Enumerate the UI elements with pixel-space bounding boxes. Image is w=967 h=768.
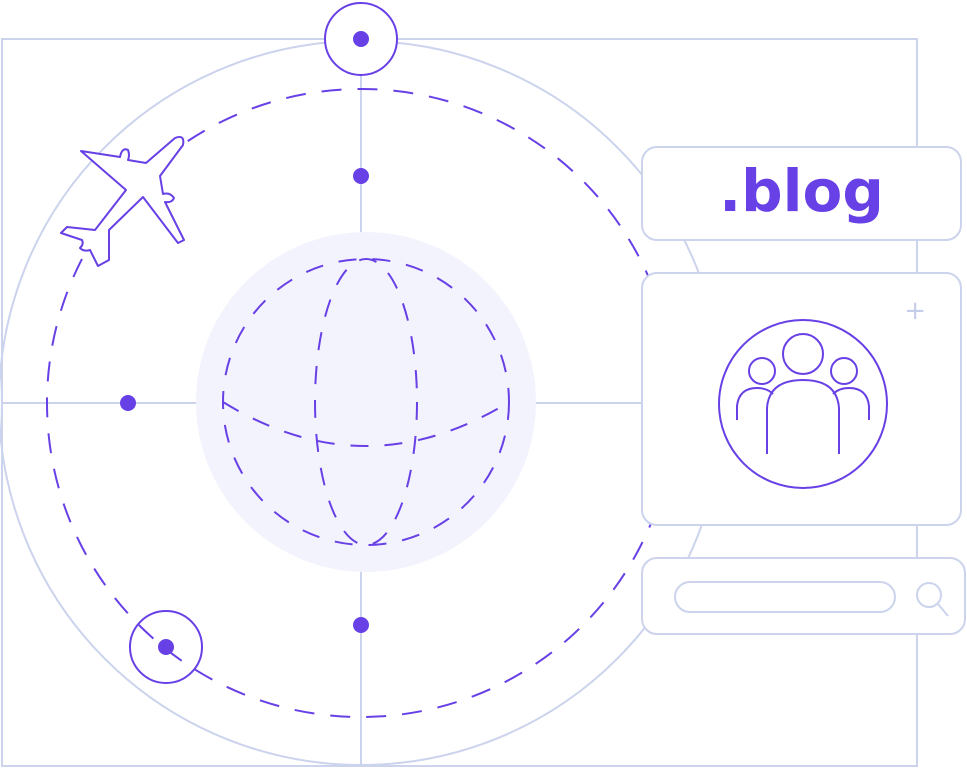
airplane-icon	[60, 135, 185, 267]
community-card: +	[641, 272, 962, 526]
people-group-icon	[718, 319, 888, 489]
domain-card: .blog	[641, 146, 962, 241]
search-icon[interactable]	[915, 581, 951, 619]
globe-icon	[196, 232, 536, 572]
node-dot	[353, 617, 369, 633]
bottom-left-node-ring	[129, 610, 203, 684]
plus-icon[interactable]: +	[904, 296, 926, 326]
node-dot	[120, 395, 136, 411]
top-node-dot	[353, 31, 369, 47]
search-input[interactable]	[674, 581, 896, 613]
domain-badge-text: .blog	[719, 156, 884, 225]
search-card	[641, 557, 966, 635]
node-dot	[158, 639, 174, 655]
node-dot	[353, 168, 369, 184]
